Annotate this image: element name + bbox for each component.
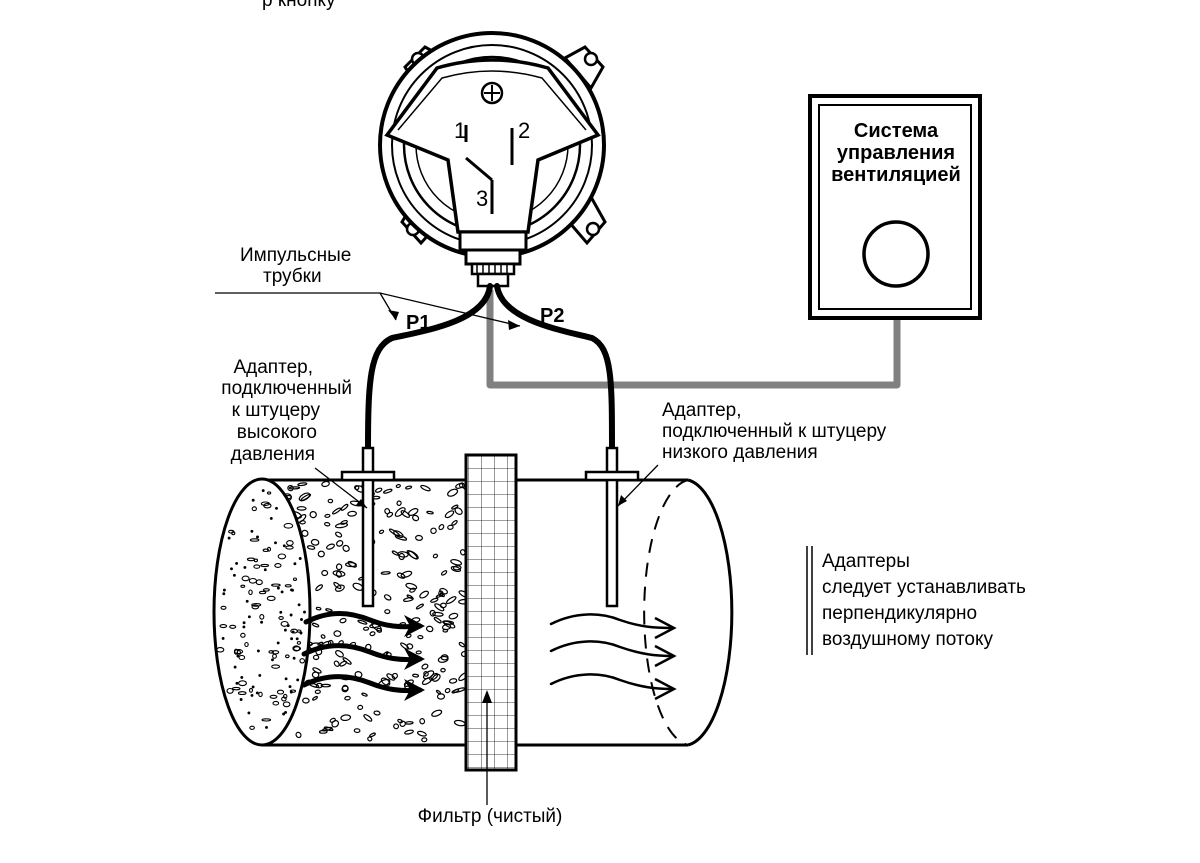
control-system-line-2: управления [837, 142, 955, 164]
airflow-arrows-right [549, 613, 674, 691]
adapter-high-line-3: к штуцеру [232, 400, 321, 421]
impulse-tubes-label-line-1: Импульсные [240, 245, 351, 266]
port-p2-label: P2 [540, 305, 564, 327]
adapter-low-line-1: Адаптер, [662, 400, 742, 421]
note-line-4: воздушному потоку [822, 629, 993, 650]
adapter-high-line-1: Адаптер, [233, 357, 313, 378]
impulse-tube-p1 [365, 283, 493, 453]
control-system-line-1: Система [854, 120, 939, 142]
signal-cable [486, 290, 901, 389]
terminal-1-label: 1 [454, 118, 466, 143]
airflow-arrowheads-right [654, 616, 677, 701]
adapter-low-line-2: подключенный к штуцеру [662, 421, 887, 442]
air-duct [212, 453, 734, 772]
header-fragment: р кнопку [262, 0, 336, 11]
impulse-tubes-label-line-2: трубки [263, 266, 322, 287]
pressure-switch: 1 2 3 [378, 31, 607, 288]
indicator-circle [862, 220, 930, 288]
adapter-high-pressure [340, 446, 396, 608]
terminal-2-label: 2 [518, 118, 530, 143]
adapter-high-line-2: подключенный [221, 378, 352, 399]
adapter-high-line-4: высокого [237, 422, 317, 443]
note-line-1: Адаптеры [822, 551, 910, 572]
filter-label: Фильтр (чистый) [418, 806, 563, 827]
filter-frame [464, 453, 518, 772]
port-p1-label: P1 [406, 312, 430, 334]
control-system-line-3: вентиляцией [831, 164, 961, 186]
airflow-arrows-left [301, 611, 423, 694]
terminal-3-label: 3 [476, 186, 488, 211]
control-system-box: Система управления вентиляцией [808, 94, 982, 320]
impulse-tube-p2 [494, 283, 615, 453]
adapter-low-line-3: низкого давления [662, 442, 818, 463]
adapter-low-pressure [584, 446, 640, 608]
note-line-2: следует устанавливать [822, 577, 1026, 598]
adapter-high-line-5: давления [231, 444, 315, 465]
note-line-3: перпендикулярно [822, 603, 977, 624]
duct-end-texture [216, 489, 306, 730]
airflow-arrowheads-left [404, 615, 425, 701]
